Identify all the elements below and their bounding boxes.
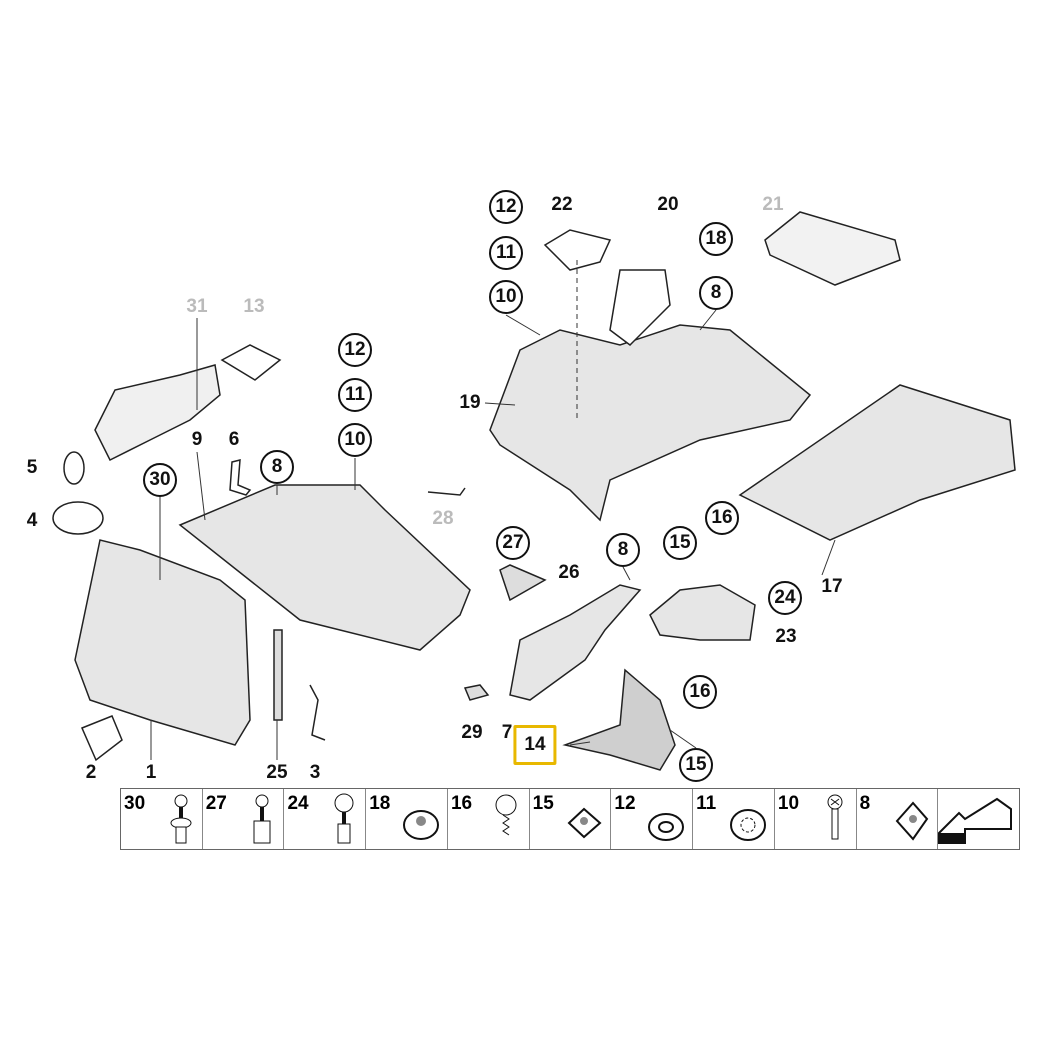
part-4 [52,501,104,535]
callout-25[interactable]: 25 [266,762,288,783]
callout-10[interactable]: 10 [489,280,523,314]
callout-30[interactable]: 30 [143,463,177,497]
part-13 [220,344,282,381]
part-2 [81,715,123,762]
arrow-icon [938,797,1013,844]
fastener-15[interactable]: 15 [530,789,612,849]
callout-8[interactable]: 8 [260,450,294,484]
fastener-number: 15 [532,793,554,814]
screw-icon [495,794,517,836]
fastener-11[interactable]: 11 [693,789,775,849]
callout-22[interactable]: 22 [551,194,573,215]
callout-6[interactable]: 6 [228,429,240,450]
callout-31[interactable]: 31 [186,296,208,317]
callout-15[interactable]: 15 [679,748,713,782]
part-5 [63,451,85,485]
screw-icon [827,794,843,840]
part-22 [543,229,612,271]
callout-4[interactable]: 4 [26,510,38,531]
callout-19[interactable]: 19 [459,392,481,413]
fastener-number: 27 [205,793,227,814]
fastener-number: 24 [287,793,309,814]
part-29 [463,684,490,701]
callout-18[interactable]: 18 [699,222,733,256]
fastener-number: 18 [369,793,391,814]
part-23 [649,584,756,641]
part-6 [229,459,252,496]
callout-8[interactable]: 8 [606,533,640,567]
callout-27[interactable]: 27 [496,526,530,560]
callout-16[interactable]: 16 [683,675,717,709]
callout-23[interactable]: 23 [775,626,797,647]
callout-12[interactable]: 12 [489,190,523,224]
callout-7[interactable]: 7 [501,722,513,743]
fastener-number: 12 [614,793,636,814]
fastener-24[interactable]: 24 [284,789,367,849]
clip-icon [253,794,271,844]
callout-14-highlighted[interactable]: 14 [513,725,557,765]
callout-17[interactable]: 17 [821,576,843,597]
part-7 [509,584,642,701]
callout-20[interactable]: 20 [657,194,679,215]
fastener-10[interactable]: 10 [775,789,857,849]
callout-9[interactable]: 9 [191,429,203,450]
speed-nut-icon [567,807,602,839]
part-20 [609,269,671,346]
callout-28[interactable]: 28 [432,508,454,529]
clip-icon [334,793,354,844]
fastener-number: 10 [777,793,800,814]
fastener-12[interactable]: 12 [611,789,694,849]
callout-2[interactable]: 2 [85,762,97,783]
fastener-8[interactable]: 8 [857,789,939,849]
fastener-number: 8 [859,793,871,814]
fastener-strip: 30 27 24 18 16 15 12 11 10 8 [120,788,1020,850]
nut-washer-icon [402,810,439,840]
part-19 [489,324,812,522]
callout-5[interactable]: 5 [26,457,38,478]
callout-15[interactable]: 15 [663,526,697,560]
callout-11[interactable]: 11 [338,378,372,412]
part-28 [427,487,466,496]
callout-21[interactable]: 21 [762,194,784,215]
callout-10[interactable]: 10 [338,423,372,457]
fastener-number: 16 [450,793,473,814]
fastener-16[interactable]: 16 [448,789,530,849]
part-26 [499,564,547,602]
clip-icon [170,794,192,844]
fastener-number: 11 [696,793,717,814]
callout-12[interactable]: 12 [338,333,372,367]
part-17 [738,384,1016,541]
fastener-27[interactable]: 27 [203,789,285,849]
part-14 [562,668,676,771]
callout-26[interactable]: 26 [558,562,580,583]
callout-1[interactable]: 1 [145,762,157,783]
fastener-18[interactable]: 18 [366,789,448,849]
part-9 [178,484,471,651]
clip-nut-icon [896,801,929,841]
callout-16[interactable]: 16 [705,501,739,535]
callout-8[interactable]: 8 [699,276,733,310]
part-25 [273,629,283,721]
washer-icon [648,813,685,841]
part-1 [74,539,251,746]
lock-washer-icon [729,809,766,841]
direction-arrow[interactable] [938,789,1019,849]
callout-24[interactable]: 24 [768,581,802,615]
callout-13[interactable]: 13 [243,296,265,317]
callout-11[interactable]: 11 [489,236,523,270]
fastener-number: 30 [124,793,146,814]
callout-29[interactable]: 29 [461,722,483,743]
part-3 [309,684,326,741]
callout-3[interactable]: 3 [309,762,321,783]
part-31 [94,364,221,462]
fastener-30[interactable]: 30 [121,789,203,849]
part-21 [764,211,901,286]
